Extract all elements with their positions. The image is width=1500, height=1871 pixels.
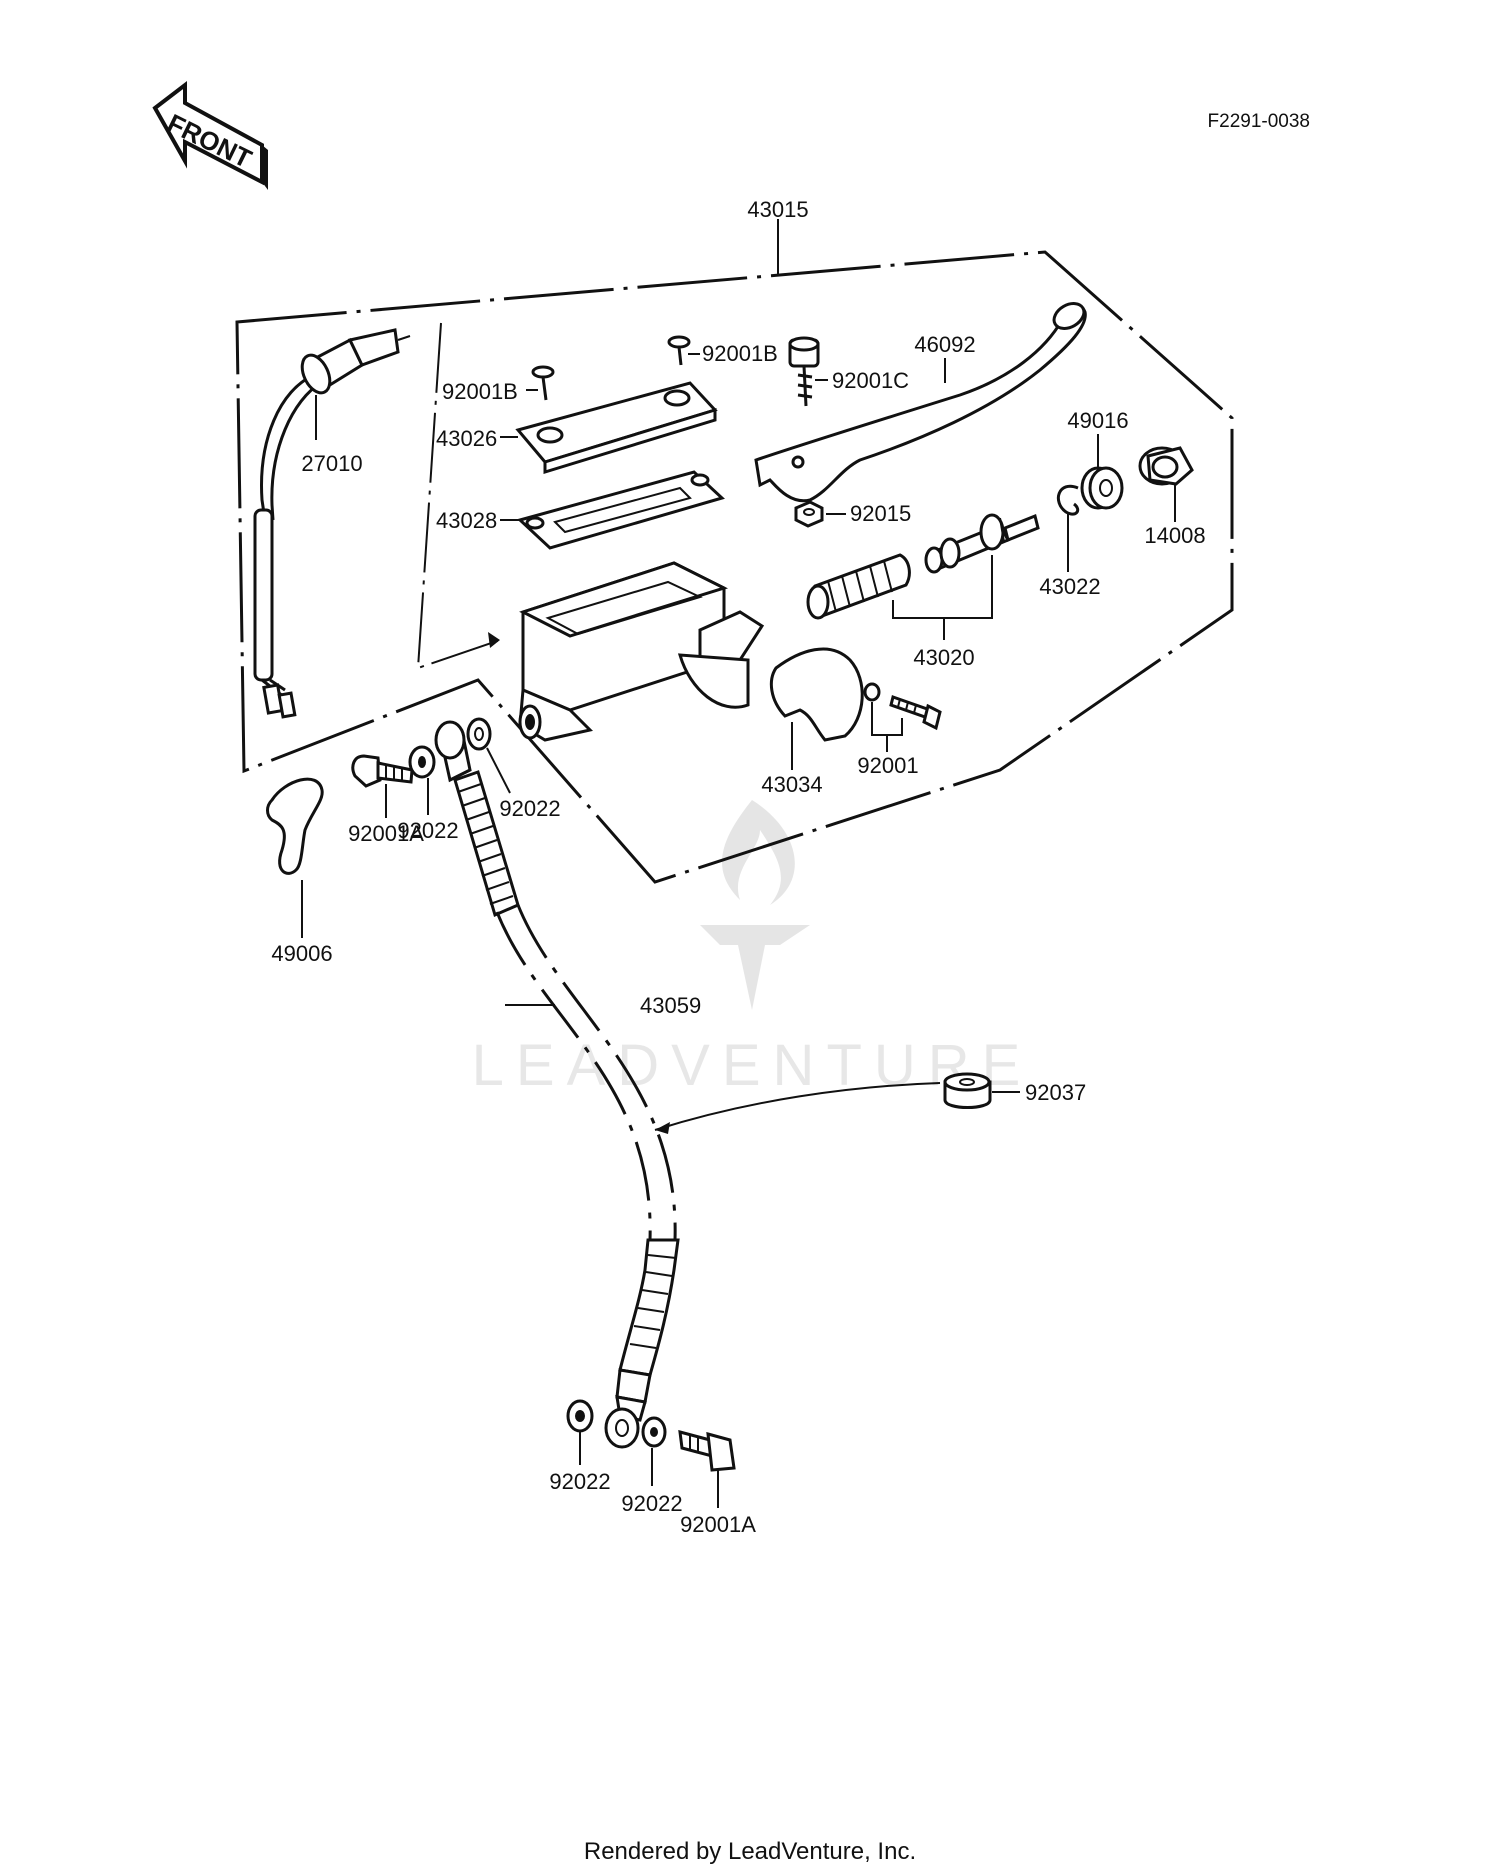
brake-switch-27010	[253, 328, 411, 719]
boot-49006	[266, 777, 324, 938]
brake-hose-43059	[434, 720, 680, 1449]
label-46092: 46092	[914, 332, 975, 357]
label-43034: 43034	[761, 772, 822, 797]
clamp-43034	[769, 647, 864, 742]
label-43015: 43015	[747, 197, 808, 222]
label-92037: 92037	[1025, 1080, 1086, 1105]
assembly-outline	[235, 219, 1234, 884]
label-92001a-bottom: 92001A	[680, 1512, 756, 1537]
dust-cover-14008	[1138, 446, 1194, 486]
label-92001a-top: 92001A	[348, 821, 424, 846]
screw-92001b-right	[667, 335, 691, 366]
reference-code: F2291-0038	[1208, 111, 1310, 132]
grommet-92037	[654, 1072, 1020, 1134]
label-92001c: 92001C	[832, 368, 909, 393]
piston-assembly-43020	[806, 513, 1040, 640]
label-92001: 92001	[857, 753, 918, 778]
label-43022: 43022	[1039, 574, 1100, 599]
label-92022-bottom-a: 92022	[549, 1469, 610, 1494]
watermark-logo-icon	[722, 800, 795, 905]
front-arrow-icon: FRONT	[152, 80, 268, 190]
watermark-v-icon	[700, 925, 810, 1010]
label-92022-top-a: 92022	[397, 818, 458, 843]
label-14008: 14008	[1144, 523, 1205, 548]
reservoir-cap-43026	[515, 381, 718, 475]
washer-92022-top-a	[408, 745, 436, 815]
label-49006: 49006	[271, 941, 332, 966]
diaphragm-43028	[517, 470, 725, 550]
label-27010: 27010	[301, 451, 362, 476]
label-92015: 92015	[850, 501, 911, 526]
bolt-92001	[863, 682, 942, 752]
washer-92022-top-b	[466, 717, 511, 794]
label-43020: 43020	[913, 645, 974, 670]
screw-92001b-left	[531, 365, 555, 401]
label-43059: 43059	[640, 993, 701, 1018]
clip-43022	[1056, 484, 1080, 516]
watermark-text: LEADVENTURE	[472, 1033, 1033, 1098]
brake-lever-46092	[754, 302, 1087, 503]
washer-92022-bottom-a	[566, 1399, 594, 1465]
washer-92022-bottom-b	[641, 1416, 667, 1486]
bolt-92001c	[788, 336, 820, 407]
nut-92015	[794, 500, 824, 528]
label-92022-bottom-b: 92022	[621, 1491, 682, 1516]
label-92001b-right: 92001B	[702, 341, 778, 366]
label-92001b-left: 92001B	[442, 379, 518, 404]
footer-credit: Rendered by LeadVenture, Inc.	[583, 1838, 917, 1865]
label-43026: 43026	[436, 426, 497, 451]
label-49016: 49016	[1067, 408, 1128, 433]
master-cylinder-body	[518, 561, 765, 742]
label-43028: 43028	[436, 508, 497, 533]
banjo-bolt-top-92001a	[351, 754, 414, 818]
washer-49016	[1080, 466, 1124, 510]
watermark: LEADVENTURE	[472, 800, 1033, 1098]
label-92022-top-b: 92022	[499, 796, 560, 821]
banjo-bolt-bottom-92001a	[678, 1429, 736, 1508]
